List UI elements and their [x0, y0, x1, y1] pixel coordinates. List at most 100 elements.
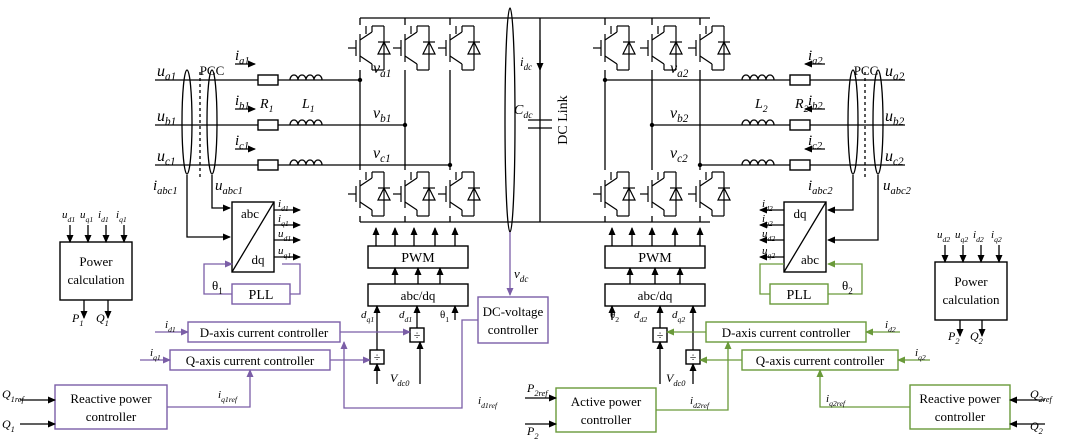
right-uabc-label: uabc2 — [883, 178, 912, 197]
left-R-label: R1 — [259, 97, 273, 115]
right-iqref-wire — [816, 369, 910, 408]
right-pll-label: PLL — [787, 288, 812, 303]
right-pc-output-label-1: Q2 — [970, 329, 983, 346]
left-Qref-label: Q1ref — [2, 387, 26, 404]
left-u-2: uc1 — [157, 148, 176, 168]
right-lower-switch-1 — [640, 171, 683, 217]
left-output-label-3: uq1 — [278, 245, 291, 260]
left-lower-switch-1 — [393, 171, 436, 217]
left-u-1: ub1 — [157, 108, 176, 128]
left-current-measure — [181, 69, 193, 175]
right-pc-line1: Power — [954, 274, 988, 289]
cdc-label: Cdc — [514, 103, 533, 121]
right-voltage-measure — [872, 69, 884, 175]
left-pc-output-label-1: Q1 — [96, 311, 109, 328]
right-i-0: ia2 — [808, 48, 823, 67]
right-i-1: ib2 — [808, 93, 823, 112]
left-v-2: vc1 — [373, 145, 391, 165]
right-u-1: ub2 — [885, 108, 905, 128]
right-idref-label: id2ref — [690, 395, 711, 410]
left-theta-wire — [203, 260, 233, 295]
dcv-line2: controller — [488, 322, 539, 337]
right-P-label: P2 — [526, 424, 539, 441]
left-pc-input-label-2: id1 — [98, 209, 109, 224]
left-inductor-2 — [289, 159, 323, 166]
left-lower-switch-0 — [348, 171, 391, 217]
left-div-label: ÷ — [414, 328, 421, 342]
left-q-ctrl-label: Q-axis current controller — [186, 353, 315, 368]
left-L-label: L1 — [301, 97, 315, 115]
right-output-label-2: ud2 — [762, 228, 775, 243]
left-d-ctrl-label: D-axis current controller — [200, 325, 329, 340]
right-apc-line1: Active power — [571, 394, 642, 409]
left-rpc-line2: controller — [86, 409, 137, 424]
right-inductor-2 — [741, 159, 775, 166]
idc-label: idc — [520, 54, 532, 72]
right-d-ctrl-label: D-axis current controller — [722, 325, 851, 340]
right-pll-in — [759, 263, 784, 295]
left-pcc-label: PCC — [200, 63, 225, 78]
left-iqref-wire — [167, 369, 254, 408]
right-rpc-line2: controller — [935, 409, 986, 424]
right-upper-switch-1 — [640, 25, 683, 71]
left-abcdq-label: abc/dq — [401, 288, 436, 303]
left-pc-line2: calculation — [67, 272, 125, 287]
left-upper-switch-0 — [348, 25, 391, 71]
right-leg-node — [649, 122, 655, 128]
right-theta2-label: θ2 — [610, 309, 619, 324]
left-iqref-label: iq1ref — [218, 389, 239, 404]
left-upper-switch-1 — [393, 25, 436, 71]
right-resistor-0 — [789, 74, 811, 86]
left-pc-input-label-1: uq1 — [80, 209, 93, 224]
right-upper-switch-0 — [593, 25, 636, 71]
left-output-label-2: ud1 — [278, 228, 291, 243]
left-reactive-power-controller — [54, 384, 168, 430]
left-dd-label: dd1 — [399, 309, 412, 324]
right-dq-label: dq2 — [672, 309, 685, 324]
left-v-1: vb1 — [373, 105, 391, 125]
left-pc-input-label-0: ud1 — [62, 209, 75, 224]
left-leg-node — [447, 162, 453, 168]
right-theta-label: θ2 — [842, 278, 853, 296]
left-theta2-label: θ1 — [440, 309, 449, 324]
left-idref-label: id1ref — [478, 395, 499, 410]
right-resistor-2 — [789, 159, 811, 171]
right-lower-switch-0 — [593, 171, 636, 217]
right-transform-bottom: abc — [801, 252, 819, 267]
left-pll-in — [282, 263, 301, 295]
left-uabc-label: uabc1 — [215, 178, 243, 197]
left-pll-label: PLL — [249, 288, 274, 303]
left-uabc-wire — [211, 175, 231, 212]
right-iabc-wire — [827, 175, 854, 214]
right-dd-label: dd2 — [634, 309, 647, 324]
left-idref-wire — [340, 319, 478, 409]
left-iabc-wire — [186, 175, 231, 241]
right-leg-node — [602, 77, 608, 83]
right-L-label: L2 — [754, 97, 768, 115]
left-u-0: ua1 — [157, 63, 176, 83]
left-pc-input-label-3: iq1 — [116, 209, 127, 224]
left-transform-top: abc — [241, 206, 259, 221]
left-pwm-label: PWM — [401, 251, 435, 266]
left-pc-line1: Power — [79, 254, 113, 269]
left-i-2: ic1 — [235, 133, 249, 152]
left-resistor-0 — [257, 74, 279, 86]
left-inductor-0 — [289, 74, 323, 81]
right-vdc0-label: Vdc0 — [666, 371, 686, 388]
right-v-2: vc2 — [670, 145, 688, 165]
right-leg-node — [697, 162, 703, 168]
left-output-label-1: iq1 — [278, 213, 289, 228]
right-current-measure — [847, 69, 859, 175]
right-div-label: ÷ — [657, 328, 664, 342]
right-iqref-label: iq2ref — [826, 393, 847, 408]
right-theta-wire — [827, 260, 863, 295]
right-v-0: va2 — [670, 60, 689, 80]
right-lower-switch-2 — [688, 171, 731, 217]
right-pcc-label: PCC — [854, 63, 879, 78]
left-theta-label: θ1 — [212, 278, 223, 296]
right-pc-line2: calculation — [942, 292, 1000, 307]
left-inductor-1 — [289, 119, 323, 126]
left-iq-in-label: iq1 — [150, 347, 161, 362]
right-resistor-1 — [789, 119, 811, 131]
